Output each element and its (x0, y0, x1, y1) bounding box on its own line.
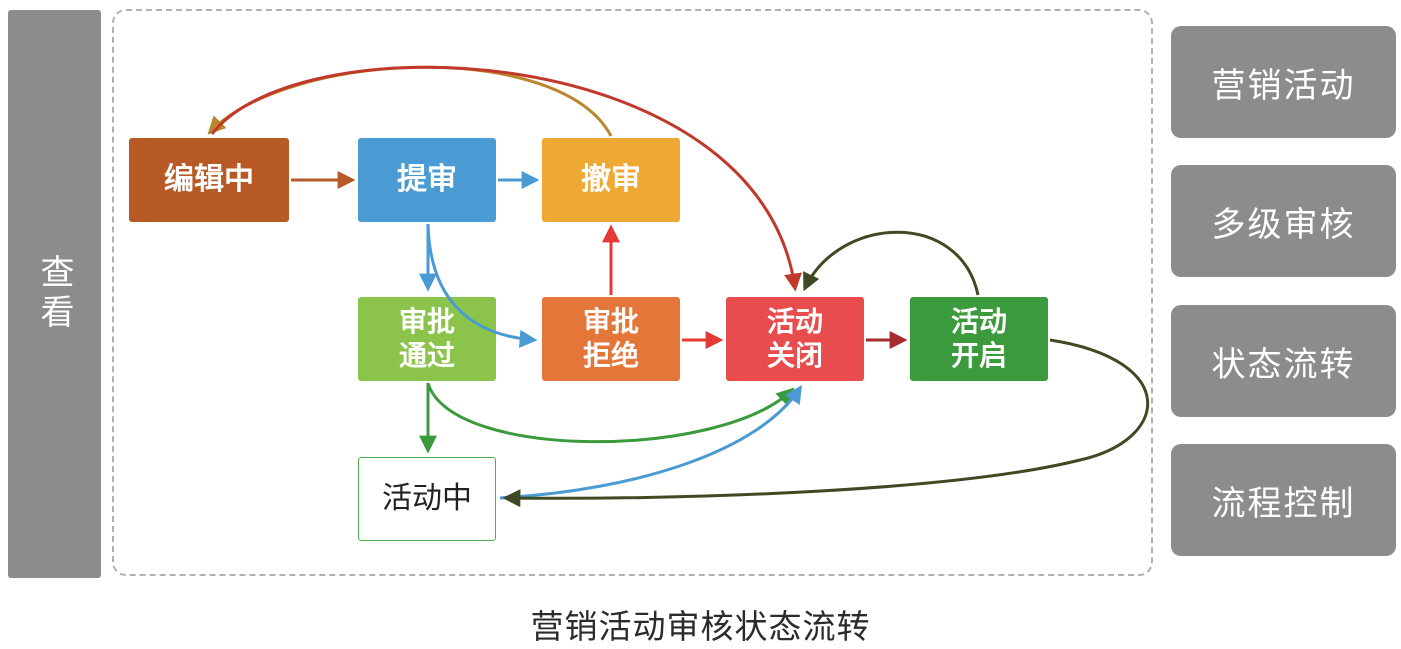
side-panel-state-flow[interactable]: 状态流转 (1171, 305, 1396, 417)
node-withdraw: 撤审 (542, 138, 680, 222)
arrow-opened-to-closed (803, 230, 980, 296)
arrow-withdraw-to-editing (207, 65, 613, 137)
side-panel-process-control[interactable]: 流程控制 (1171, 444, 1396, 556)
state-diagram-frame (112, 9, 1153, 576)
side-panel-multi-level-review[interactable]: 多级审核 (1171, 165, 1396, 277)
node-activity-opened: 活动开启 (910, 297, 1048, 381)
view-label: 查看 (34, 254, 74, 334)
diagram-caption: 营销活动审核状态流转 (530, 607, 871, 646)
node-rejected: 审批拒绝 (542, 297, 680, 381)
arrow-editing-to-closed (210, 65, 802, 292)
node-activity-in-progress: 活动中 (358, 457, 496, 541)
node-submit: 提审 (358, 138, 496, 222)
node-editing: 编辑中 (129, 138, 289, 222)
node-activity-closed: 活动关闭 (726, 297, 864, 381)
arrow-opened-to-in-progress (502, 338, 1149, 508)
side-panel-marketing-activity[interactable]: 营销活动 (1171, 26, 1396, 138)
view-sidebar-button[interactable]: 查看 (8, 10, 101, 578)
arrow-approved-to-closed (426, 382, 795, 444)
arrow-in-progress-to-closed (499, 384, 802, 500)
arrow-submit-to-rejected (426, 223, 538, 348)
node-approved: 审批通过 (358, 297, 496, 381)
